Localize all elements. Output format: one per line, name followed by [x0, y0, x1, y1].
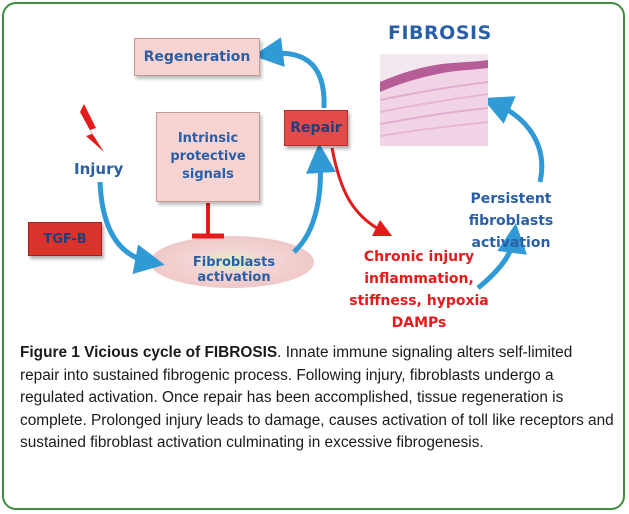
fibrosis-cycle-diagram: Regeneration Intrinsic protective signal… [0, 0, 629, 340]
tgf-label: TGF-B [43, 232, 86, 247]
caption-title: Figure 1 Vicious cycle of FIBROSIS [20, 344, 277, 361]
persistent-line-1: Persistent fibroblasts [426, 188, 596, 232]
fibrosis-tissue-image [380, 54, 488, 146]
arrow-repair-to-regeneration [268, 53, 324, 108]
repair-label: Repair [290, 120, 341, 136]
arrow-persistent-to-fibrosis [496, 104, 542, 182]
intrinsic-line-2: protective [170, 148, 245, 166]
figure-caption: Figure 1 Vicious cycle of FIBROSIS. Inna… [20, 342, 614, 455]
intrinsic-line-3: signals [170, 166, 245, 184]
chronic-line-3: stiffness, hypoxia [340, 290, 498, 312]
arrow-activation-to-repair [294, 158, 320, 252]
injury-label: Injury [74, 160, 123, 178]
persistent-activation-label: Persistent fibroblasts activation [426, 188, 596, 254]
chronic-line-2: inflammation, [340, 268, 498, 290]
chronic-line-4: DAMPs [340, 312, 498, 334]
chronic-injury-label: Chronic injury inflammation, stiffness, … [340, 246, 498, 334]
arrow-repair-to-chronic [332, 148, 384, 232]
arrow-injury-to-activation [100, 182, 150, 262]
chronic-line-1: Chronic injury [340, 246, 498, 268]
fibroblasts-activation-label: Fibroblasts activation [160, 255, 308, 285]
intrinsic-line-1: Intrinsic [170, 130, 245, 148]
lightning-icon [80, 104, 104, 152]
fibrosis-title: FIBROSIS [388, 22, 492, 44]
regeneration-label: Regeneration [144, 49, 251, 65]
intrinsic-signals-box: Intrinsic protective signals [156, 112, 260, 202]
tgf-beta-box: TGF-B [28, 222, 102, 256]
repair-box: Repair [284, 110, 348, 146]
regeneration-box: Regeneration [134, 38, 260, 76]
